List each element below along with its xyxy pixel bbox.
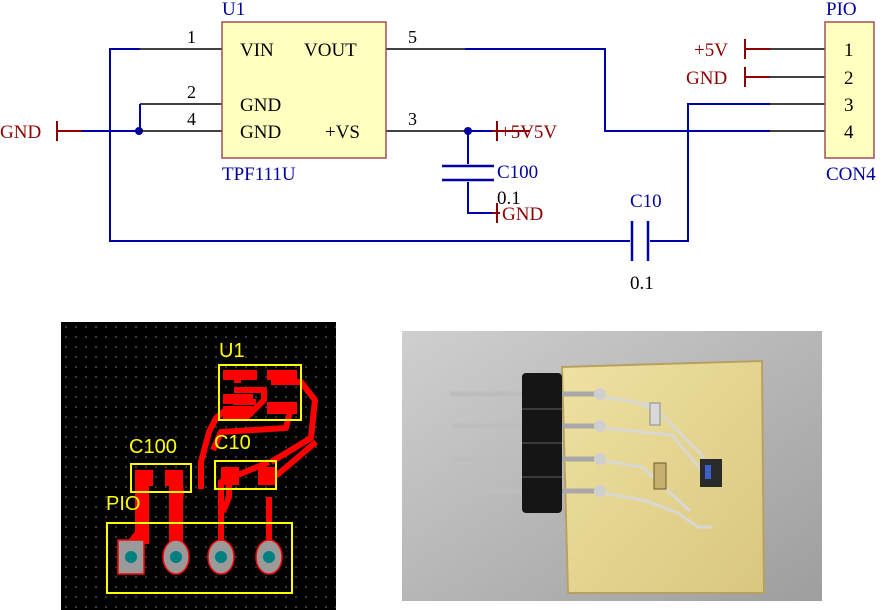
smd-capacitor <box>653 462 667 490</box>
u1-pin-number: 4 <box>187 109 196 129</box>
pio-pin-number: 1 <box>844 40 854 61</box>
u1-pin-number: 2 <box>187 82 196 102</box>
smd-pad <box>135 470 153 486</box>
pcb-label-pio: PIO <box>106 493 140 515</box>
c100-designator: C100 <box>497 162 538 183</box>
smd-pad <box>165 470 183 486</box>
pio-pin-number: 2 <box>844 68 854 89</box>
smd-capacitor <box>649 402 661 426</box>
u1-body <box>221 21 387 159</box>
wire-vout-to-pio4 <box>465 48 770 132</box>
u1-pin-number: 1 <box>187 27 196 47</box>
u1-part: TPF111U <box>222 164 296 185</box>
c10-symbol <box>630 221 650 261</box>
smd-pad <box>221 467 239 485</box>
header-pins <box>450 391 527 494</box>
c10-designator: C10 <box>630 191 662 212</box>
smd-pad <box>267 402 297 414</box>
u1-pin-number: 3 <box>408 109 417 129</box>
smd-pad <box>223 406 253 416</box>
header-pads <box>117 539 283 575</box>
smd-pad <box>223 394 253 404</box>
u1-pin-name: VIN <box>240 40 274 61</box>
pio-body <box>824 21 875 159</box>
pio-pin-number: 3 <box>844 95 854 116</box>
wire-c100-bot <box>467 182 492 214</box>
pcb-label-u1: U1 <box>219 340 245 362</box>
pcb-label-c100: C100 <box>129 436 177 458</box>
pio-outline <box>106 522 293 594</box>
wire-c10-to-pio3 <box>650 103 770 242</box>
smd-pad <box>267 370 297 380</box>
trace <box>135 472 149 544</box>
board-photo <box>402 331 822 601</box>
power-label-vs: +5V5V <box>500 122 557 143</box>
u1-pin-name: VOUT <box>304 40 357 61</box>
pio-pin-number: 4 <box>844 122 854 143</box>
c10-outline <box>214 460 277 490</box>
power-label-gnd: GND <box>0 122 41 143</box>
pcb-label-c10: C10 <box>214 432 251 454</box>
wires <box>82 48 770 242</box>
u1-pin-name: +VS <box>325 122 360 143</box>
c100-symbol <box>442 164 494 182</box>
u1-outline <box>218 364 302 421</box>
power-label-5v: +5V <box>694 40 728 61</box>
u1-pin-name: GND <box>240 122 281 143</box>
u1-designator: U1 <box>222 0 245 20</box>
pio-part: CON4 <box>826 164 876 185</box>
trace <box>169 472 183 547</box>
smd-pad <box>223 370 257 380</box>
power-label-gnd: GND <box>686 68 727 89</box>
c100-outline <box>130 463 192 493</box>
pio-designator: PIO <box>826 0 857 20</box>
power-label-gnd: GND <box>502 204 543 225</box>
schematic: U1 TPF111U VIN VOUT GND GND +VS 1 5 2 4 … <box>0 0 876 294</box>
junction-dot <box>135 127 143 135</box>
smd-pad <box>258 467 276 485</box>
pcb-layout: U1 C100 C10 PIO <box>61 322 336 610</box>
u1-pin-name: GND <box>240 95 281 116</box>
u1-pin-number: 5 <box>408 27 417 47</box>
c100-value: 0.1 <box>497 188 521 209</box>
wire-vin-loop <box>109 48 630 242</box>
c10-value: 0.1 <box>630 273 654 294</box>
junction-dot <box>464 127 472 135</box>
